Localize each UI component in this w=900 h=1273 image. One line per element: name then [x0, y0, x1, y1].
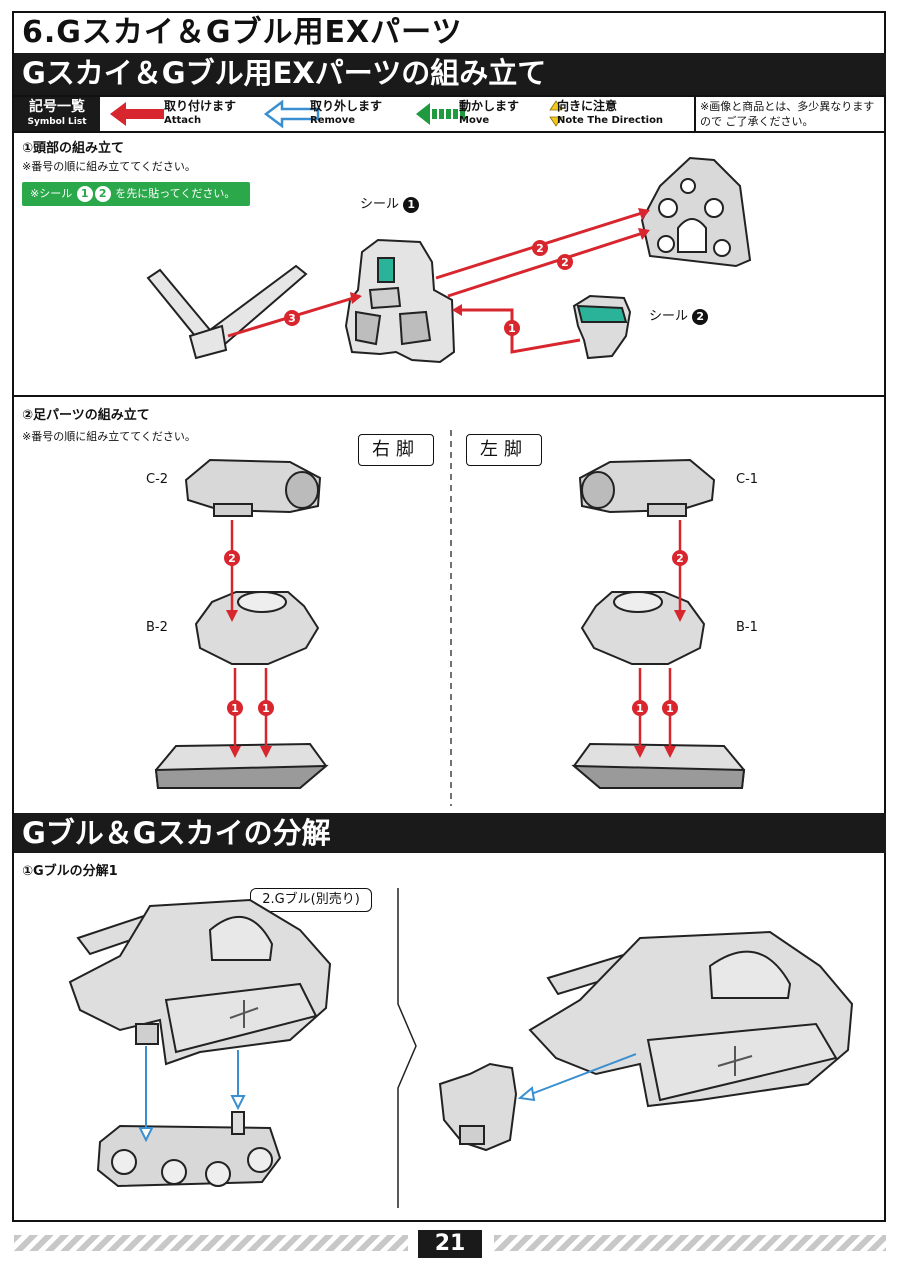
attach-arrow-icon	[110, 102, 164, 126]
symbol-remove: 取り外します Remove	[310, 99, 383, 126]
part-b1-label: B-1	[736, 620, 758, 635]
svg-text:2: 2	[228, 552, 236, 565]
section-title-assembly: Gスカイ＆Gブル用EXパーツの組み立て	[14, 53, 886, 95]
leg-assembly-diagram: 2 1 1 2 1 1	[154, 430, 746, 806]
seal-1-label: シール 1	[360, 193, 420, 213]
right-leg-c2-part	[184, 458, 322, 517]
direction-icon	[549, 100, 563, 127]
svg-text:1: 1	[231, 702, 239, 715]
move-arrow-icon	[416, 103, 465, 125]
symbol-list-label: 記号一覧 Symbol List	[14, 97, 100, 131]
camera-part	[572, 294, 632, 360]
part-c1-label: C-1	[736, 472, 759, 487]
svg-text:1: 1	[262, 702, 270, 715]
left-leg-c1-part	[578, 458, 716, 517]
footer-stripe-left	[14, 1235, 408, 1251]
svg-text:1: 1	[636, 702, 644, 715]
right-leg-label: 右脚	[358, 434, 434, 466]
head-part	[344, 238, 456, 364]
svg-text:1: 1	[666, 702, 674, 715]
arrow-num-1: 1	[508, 322, 516, 335]
remove-arrow-right	[525, 1053, 637, 1097]
part-b2-label: B-2	[146, 620, 168, 635]
divider-1	[14, 395, 886, 397]
step1-title: ①頭部の組み立て	[22, 141, 125, 156]
symbol-list-row: 記号一覧 Symbol List 取り付けます Attach 取り外します Re…	[14, 95, 886, 133]
v-fin-part	[146, 264, 308, 360]
arrow-number-badges: 3 2 2 1	[284, 240, 573, 336]
arrow-num-2a: 2	[536, 242, 544, 255]
step2-note: ※番号の順に組み立ててください。	[22, 430, 196, 443]
right-leg-foot-part	[154, 742, 329, 789]
page-frame	[12, 11, 886, 1222]
section-title-disassembly: Gブル＆Gスカイの分解	[14, 813, 886, 853]
removed-head-part	[438, 1062, 518, 1152]
gbull-disassembly-diagram	[68, 888, 854, 1208]
arrow-num-3: 3	[288, 312, 296, 325]
step1-note: ※番号の順に組み立ててください。	[22, 160, 196, 173]
arrowheads	[350, 208, 650, 316]
part-c2-label: C-2	[146, 472, 169, 487]
page-title: 6.Gスカイ＆Gブル用EXパーツ	[22, 15, 463, 50]
left-leg-b1-part	[580, 591, 706, 665]
step2-title: ②足パーツの組み立て	[22, 408, 150, 423]
svg-text:2: 2	[676, 552, 684, 565]
remove-arrows-left	[145, 1046, 239, 1130]
seal-2-label: シール 2	[649, 305, 709, 325]
head-back-part	[640, 156, 752, 268]
gbull-tracks-part	[96, 1111, 282, 1188]
symbol-icons	[110, 99, 563, 129]
arrow-num-2b: 2	[561, 256, 569, 269]
symbol-direction: 向きに注意 Note The Direction	[557, 99, 664, 126]
gbull-upper-part-left	[68, 898, 332, 1066]
image-disclaimer: ※画像と商品とは、多少異なります ので ご了承ください。	[694, 97, 886, 131]
sticker-num-2: 2	[94, 186, 111, 202]
left-leg-label: 左脚	[466, 434, 542, 466]
remove-arrow-icon	[263, 99, 320, 129]
step3-title: ①Gブルの分解1	[22, 864, 118, 879]
left-leg-foot-part	[571, 742, 746, 789]
head-assembly-diagram: 3 2 2 1	[146, 156, 752, 364]
page-number: 21	[418, 1230, 482, 1258]
gbull-sold-separately-tag: 2.Gブル(別売り)	[250, 888, 372, 912]
step-divider-chevron	[397, 888, 417, 1208]
gbull-upper-part-right	[528, 930, 854, 1108]
sticker-num-1: 1	[76, 186, 93, 202]
symbol-move: 動かします Move	[459, 99, 520, 126]
symbol-attach: 取り付けます Attach	[164, 99, 237, 126]
footer-stripe-right	[494, 1235, 886, 1251]
leg-arrow-badges: 2 1 1 2 1 1	[224, 550, 688, 716]
